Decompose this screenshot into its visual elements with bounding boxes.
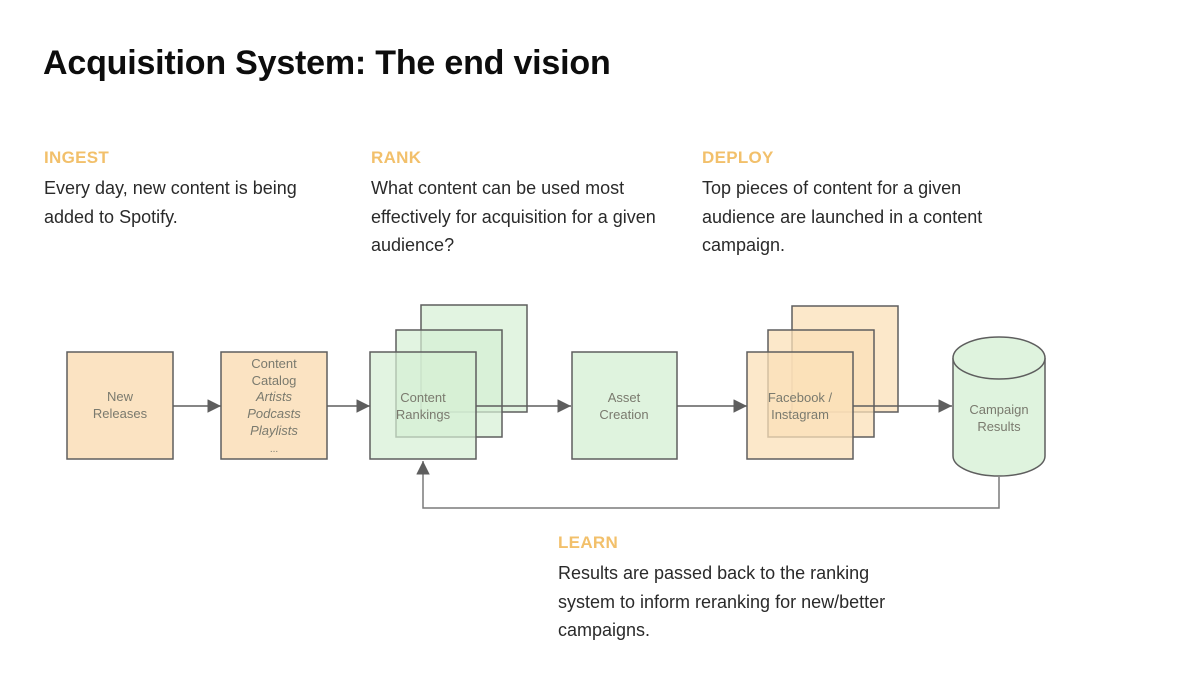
content-catalog-label-line-2: Catalog [252, 373, 297, 388]
content-catalog-label-line-1: Content [251, 356, 297, 371]
node-campaign-results: Campaign Results [952, 336, 1046, 477]
learn-description: Results are passed back to the ranking s… [558, 563, 886, 640]
new-releases-box [66, 351, 174, 460]
ingest-description: Every day, new content is being added to… [44, 178, 297, 227]
campaign-results-label-line-1: Campaign [969, 402, 1028, 417]
node-new-releases: New Releases [66, 351, 174, 460]
asset-creation-label-line-2: Creation [599, 407, 648, 422]
deploy-heading: DEPLOY [702, 148, 774, 167]
learn-heading: LEARN [558, 533, 619, 552]
facebook-instagram-label-line-1: Facebook / [768, 390, 833, 405]
asset-creation-box [571, 351, 678, 460]
content-catalog-ellipsis: ... [270, 444, 278, 455]
content-rankings-label-line-1: Content [400, 390, 446, 405]
new-releases-label-line-2: Releases [93, 406, 148, 421]
database-cylinder-body [952, 358, 1046, 477]
content-catalog-box [220, 351, 328, 460]
rank-description: What content can be used most effectivel… [371, 178, 656, 255]
page-title: Acquisition System: The end vision [43, 44, 611, 82]
node-facebook-instagram: Facebook / Instagram [746, 305, 899, 460]
rank-section: RANK What content can be used most effec… [371, 148, 681, 260]
deploy-section: DEPLOY Top pieces of content for a given… [702, 148, 1002, 260]
campaign-results-label-line-2: Results [977, 419, 1021, 434]
asset-creation-label-line-1: Asset [608, 390, 641, 405]
rank-heading: RANK [371, 148, 422, 167]
content-rankings-label-line-2: Rankings [396, 407, 451, 422]
new-releases-label-line-1: New [107, 389, 134, 404]
feedback-loop-arrow [416, 461, 1000, 509]
rankings-stack-front [369, 351, 477, 460]
learn-section: LEARN Results are passed back to the ran… [558, 533, 898, 645]
ingest-section: INGEST Every day, new content is being a… [44, 148, 344, 231]
content-catalog-item-artists: Artists [255, 389, 293, 404]
node-asset-creation: Asset Creation [571, 351, 678, 460]
ingest-heading: INGEST [44, 148, 110, 167]
node-content-rankings: Content Rankings [369, 304, 528, 460]
content-catalog-item-podcasts: Podcasts [247, 406, 301, 421]
database-cylinder-top [952, 336, 1046, 380]
node-content-catalog: Content Catalog Artists Podcasts Playlis… [220, 351, 328, 460]
deploy-description: Top pieces of content for a given audien… [702, 178, 983, 255]
facebook-stack-front [746, 351, 854, 460]
facebook-instagram-label-line-2: Instagram [771, 407, 829, 422]
content-catalog-item-playlists: Playlists [250, 423, 298, 438]
